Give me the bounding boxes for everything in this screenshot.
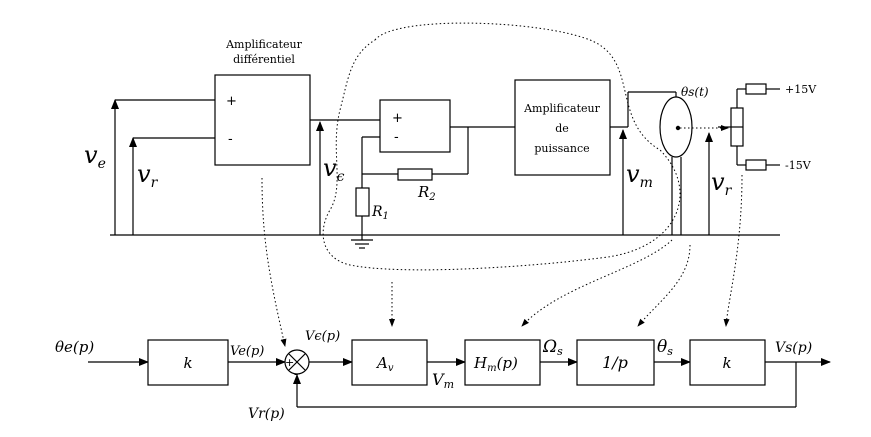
pot-top-resistor xyxy=(745,83,767,95)
pot-bot-resistor xyxy=(745,159,767,171)
k1-block xyxy=(147,339,229,386)
sum-plus: + xyxy=(285,356,294,369)
theta-s-label: θs(t) xyxy=(681,85,709,99)
veps-label: vϵ xyxy=(323,154,345,185)
diff-amp-label-2: différentiel xyxy=(233,53,295,66)
v-minus-label: -15V xyxy=(785,159,812,172)
sum-cross-2 xyxy=(288,353,306,371)
k2-label: k xyxy=(722,354,731,372)
power-amp-label-1: Amplificateur xyxy=(523,102,601,115)
vr-left-label: vr xyxy=(137,160,159,191)
diff-amp-minus: - xyxy=(228,132,233,147)
power-amp-label-2: de xyxy=(555,122,569,135)
subsystem-boundary xyxy=(322,22,681,271)
hm-label: Hm(p) xyxy=(473,354,518,374)
diff-amp-label-1: Amplificateur xyxy=(225,38,303,51)
link-pot-k xyxy=(723,174,743,327)
k2-block xyxy=(689,339,766,386)
vr-p-label: Vr(p) xyxy=(248,406,285,422)
link-motor-int xyxy=(637,244,691,327)
veps-p-label: Vϵ(p) xyxy=(305,329,340,344)
integrator-block xyxy=(576,339,655,386)
op-amp-box xyxy=(379,99,451,153)
vm-p-label: Vm xyxy=(432,370,454,391)
vr-right-label: vr xyxy=(711,168,733,199)
ve-label: ve xyxy=(84,141,106,172)
motor-ellipse xyxy=(659,96,693,158)
sum-minus: - xyxy=(294,367,298,381)
av-block xyxy=(351,339,428,386)
op-amp-plus: + xyxy=(392,111,403,126)
diff-amp-box xyxy=(214,74,311,166)
r1-resistor xyxy=(355,187,370,217)
circuit-schematic: Amplificateur différentiel + - + - R1 R2… xyxy=(84,38,817,249)
integrator-label: 1/p xyxy=(602,353,628,372)
r2-resistor xyxy=(397,168,433,181)
diff-amp-plus: + xyxy=(226,94,237,109)
v-plus-label: +15V xyxy=(785,83,817,96)
power-amp-box xyxy=(514,79,611,176)
hm-block xyxy=(464,339,541,386)
k1-label: k xyxy=(183,354,192,372)
theta-label: θs xyxy=(657,337,673,358)
link-diffamp-sum xyxy=(261,177,287,347)
r1-label: R1 xyxy=(371,204,389,222)
vs-p-label: Vs(p) xyxy=(775,340,812,356)
ve-p-label: Ve(p) xyxy=(230,344,264,359)
link-motor-hm xyxy=(521,239,673,327)
motor-shaft-dot xyxy=(675,125,681,131)
block-diagram: θe(p) k Ve(p) + - Vϵ(p) Av Vm Hm(p) Ωs 1… xyxy=(55,329,831,422)
vm-label: vm xyxy=(626,160,653,191)
input-label: θe(p) xyxy=(55,338,94,356)
r2-label: R2 xyxy=(417,183,436,203)
omega-label: Ωs xyxy=(542,337,563,358)
power-amp-label-3: puissance xyxy=(534,142,589,155)
op-amp-minus: - xyxy=(394,130,399,145)
